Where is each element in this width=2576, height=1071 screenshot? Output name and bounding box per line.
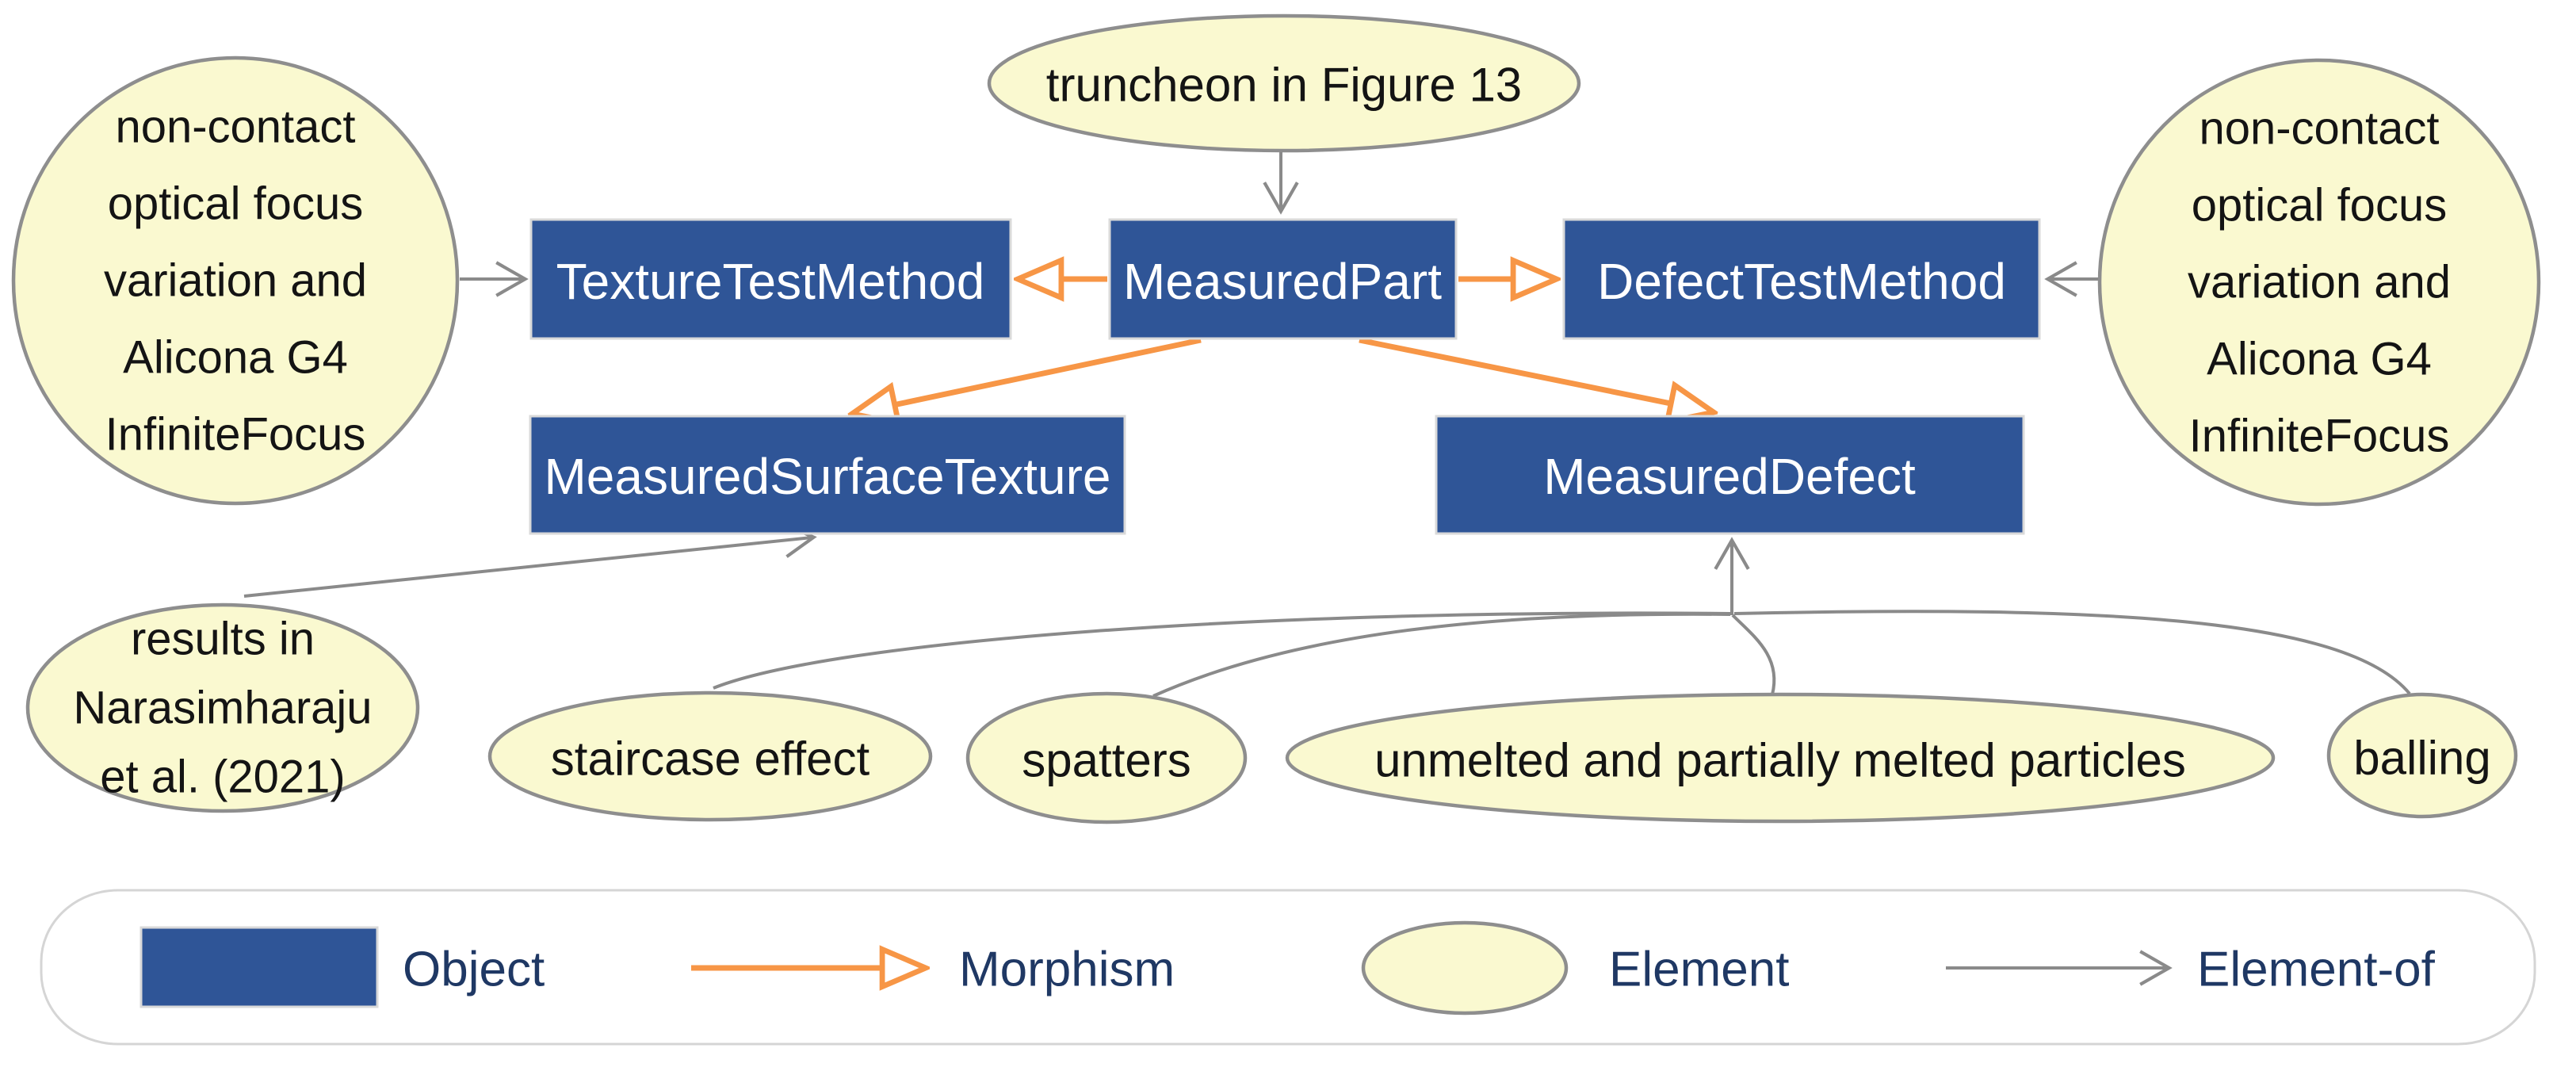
node-truncheon: truncheon in Figure 13 xyxy=(987,13,1581,153)
svg-text:variation and: variation and xyxy=(104,255,367,307)
legend: Object Morphism Element Element-of xyxy=(40,889,2536,1046)
measured-surface-texture-label: MeasuredSurfaceTexture xyxy=(544,448,1110,505)
legend-object-label: Object xyxy=(403,943,545,997)
edge-measuredpart-to-measuredsurfacetexture xyxy=(852,337,1202,414)
measured-part-box xyxy=(1108,218,1458,340)
svg-text:optical focus: optical focus xyxy=(2192,180,2447,231)
unmelted-ellipse xyxy=(1285,692,2276,824)
svg-text:non-contact: non-contact xyxy=(115,101,355,153)
node-measured-defect: MeasuredDefect xyxy=(1435,415,2025,535)
node-unmelted: unmelted and partially melted particles xyxy=(1285,692,2276,824)
svg-text:results in: results in xyxy=(131,614,315,665)
truncheon-ellipse xyxy=(987,13,1581,153)
node-measured-part: MeasuredPart xyxy=(1108,218,1458,340)
right-instrument-ellipse xyxy=(2097,58,2541,507)
svg-text:InfiniteFocus: InfiniteFocus xyxy=(105,409,366,461)
legend-element-swatch xyxy=(1361,920,1569,1016)
legend-element-label: Element xyxy=(1609,943,1789,997)
defect-test-method-label: DefectTestMethod xyxy=(1597,253,2006,310)
svg-text:optical focus: optical focus xyxy=(108,178,363,230)
results-ellipse xyxy=(25,602,420,813)
edge-results-to-measuredsurfacetexture xyxy=(243,522,817,598)
node-left-instrument: non-contact optical focus variation and … xyxy=(11,55,460,506)
svg-text:et al. (2021): et al. (2021) xyxy=(100,752,346,803)
texture-test-method-label: TextureTestMethod xyxy=(556,253,985,310)
legend-border xyxy=(40,889,2536,1046)
edge-measuredpart-to-measureddefect xyxy=(1359,337,1714,412)
svg-text:Narasimharaju: Narasimharaju xyxy=(73,683,372,734)
svg-text:Alicona G4: Alicona G4 xyxy=(2207,334,2432,385)
node-texture-test-method: TextureTestMethod xyxy=(529,218,1012,340)
edge-spatters-to-junction xyxy=(1152,612,1731,698)
spatters-ellipse xyxy=(965,691,1248,824)
edge-balling-to-junction xyxy=(1733,610,2411,695)
node-balling: balling xyxy=(2326,692,2518,819)
edge-unmelted-to-junction xyxy=(1731,614,1776,695)
staircase-ellipse xyxy=(487,690,933,822)
measured-surface-texture-box xyxy=(529,415,1126,535)
svg-text:Alicona G4: Alicona G4 xyxy=(123,332,348,384)
legend-object-swatch xyxy=(140,926,379,1008)
measured-part-label: MeasuredPart xyxy=(1123,253,1442,310)
node-measured-surface-texture: MeasuredSurfaceTexture xyxy=(529,415,1126,535)
measured-defect-label: MeasuredDefect xyxy=(1543,448,1916,505)
node-results: results in Narasimharaju et al. (2021) xyxy=(25,602,420,813)
node-defect-test-method: DefectTestMethod xyxy=(1562,218,2041,340)
svg-text:non-contact: non-contact xyxy=(2199,103,2439,155)
edge-staircase-to-junction xyxy=(713,611,1731,690)
balling-label: balling xyxy=(2353,732,2490,785)
texture-test-method-box xyxy=(529,218,1012,340)
svg-text:InfiniteFocus: InfiniteFocus xyxy=(2189,411,2450,462)
balling-ellipse xyxy=(2326,692,2518,819)
legend-element-of-label: Element-of xyxy=(2197,943,2436,997)
svg-text:variation and: variation and xyxy=(2188,257,2451,308)
measured-defect-box xyxy=(1435,415,2025,535)
unmelted-label: unmelted and partially melted particles xyxy=(1374,734,2186,787)
staircase-label: staircase effect xyxy=(551,732,870,786)
truncheon-label: truncheon in Figure 13 xyxy=(1046,59,1522,112)
legend-morphism-label: Morphism xyxy=(959,943,1175,997)
node-right-instrument: non-contact optical focus variation and … xyxy=(2097,58,2541,507)
left-instrument-ellipse xyxy=(11,55,460,506)
node-spatters: spatters xyxy=(965,691,1248,824)
defect-test-method-box xyxy=(1562,218,2041,340)
node-staircase: staircase effect xyxy=(487,690,933,822)
spatters-label: spatters xyxy=(1022,734,1191,787)
